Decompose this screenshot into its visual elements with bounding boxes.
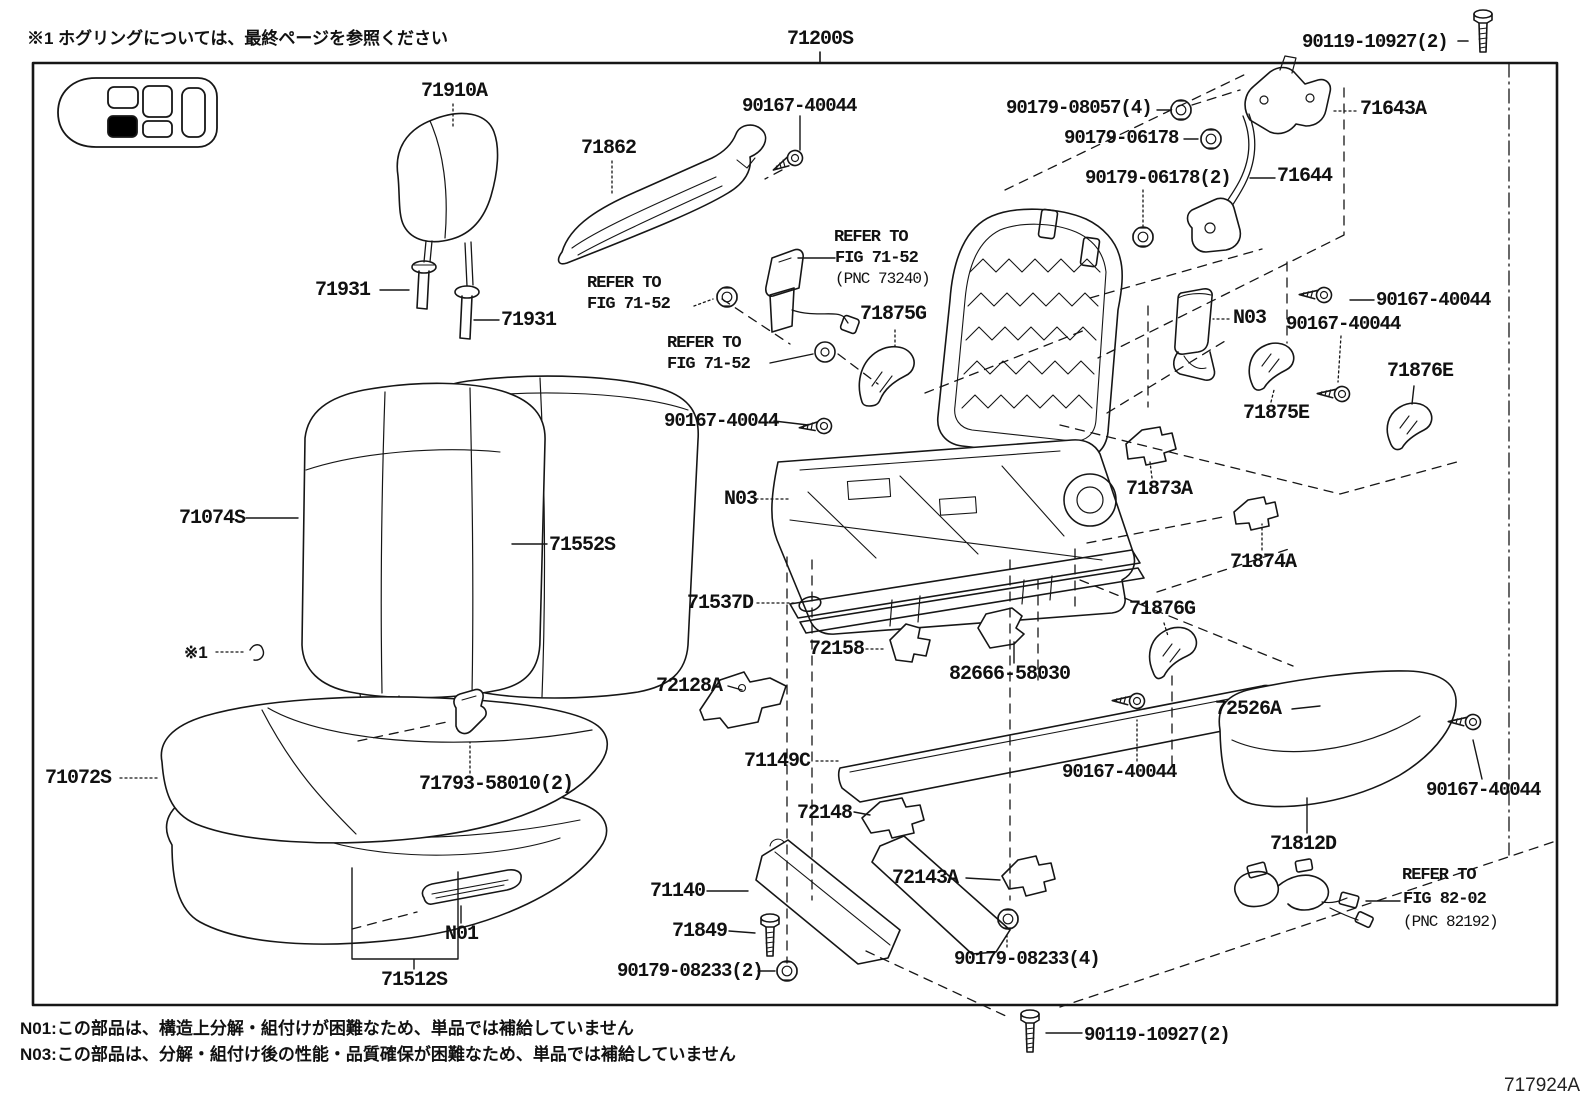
airbag-unit-drawing xyxy=(1172,288,1216,381)
label-90167-br: 90167-40044 xyxy=(1426,779,1541,801)
bracket-drawings xyxy=(699,426,1279,897)
bolt-icon xyxy=(760,913,780,957)
label-90167-r2: 90167-40044 xyxy=(1286,313,1401,335)
label-71200s: 71200S xyxy=(787,28,854,51)
hinge-cap-drawings xyxy=(858,342,1433,680)
label-90167-r1: 90167-40044 xyxy=(1376,289,1491,311)
note-n03: N03:この部品は、分解・組付け後の性能・品質確保が困難なため、単品では補給して… xyxy=(20,1045,736,1064)
label-71862: 71862 xyxy=(581,137,637,160)
headrest-support-drawing xyxy=(411,260,480,340)
label-n03-right: N03 xyxy=(1233,307,1267,330)
refer-c-line2: FIG 71-52 xyxy=(667,355,751,374)
note-n01: N01:この部品は、構造上分解・組付けが困難なため、単品では補給していません xyxy=(20,1019,634,1038)
label-90167-top: 90167-40044 xyxy=(742,95,857,117)
label-71875g: 71875G xyxy=(860,303,927,326)
crossmember-drawings xyxy=(755,835,1011,965)
refer-a-line2: FIG 71-52 xyxy=(587,295,671,314)
hogring-ref-mark: ※1 xyxy=(184,643,208,662)
recliner-shield-drawing xyxy=(557,124,767,265)
refer-b-line1: REFER TO xyxy=(834,228,909,247)
side-shield-drawing xyxy=(1218,670,1457,808)
dashed-construction-lines xyxy=(351,71,1554,1018)
highlighted-seat xyxy=(107,115,138,138)
car-seatmap-icon xyxy=(57,77,218,148)
screw-icon xyxy=(1111,686,1147,711)
label-71849: 71849 xyxy=(672,920,728,943)
label-82666-58030: 82666-58030 xyxy=(949,663,1071,686)
nut-icon xyxy=(716,286,738,308)
label-71537d: 71537D xyxy=(687,592,754,615)
grommet-icon xyxy=(814,341,836,363)
label-71552s: 71552S xyxy=(549,534,616,557)
clip-71793-drawing xyxy=(453,688,487,735)
nut-icon xyxy=(997,908,1019,930)
label-90179-06178-2: 90179-06178(2) xyxy=(1085,167,1232,189)
figure-code: 717924A xyxy=(1504,1075,1581,1096)
label-71931-a: 71931 xyxy=(315,279,371,302)
label-90167-bl: 90167-40044 xyxy=(1062,761,1177,783)
wiring-harness-drawing xyxy=(1234,858,1374,929)
rail-71149c-drawing xyxy=(837,684,1281,803)
belt-latch-drawing xyxy=(1186,55,1332,253)
label-71876e: 71876E xyxy=(1387,360,1454,383)
refer-d-line3: (PNC 82192) xyxy=(1403,913,1499,931)
label-72526a: 72526A xyxy=(1215,698,1282,721)
label-72158: 72158 xyxy=(809,638,865,661)
nut-icon xyxy=(1200,128,1222,150)
label-71931-b: 71931 xyxy=(501,309,557,332)
label-71874a: 71874A xyxy=(1230,551,1297,574)
label-90119-bottom: 90119-10927(2) xyxy=(1084,1024,1231,1046)
refer-b-line3: (PNC 73240) xyxy=(835,270,931,288)
refer-d-line2: FIG 82-02 xyxy=(1403,890,1487,909)
leader-lines xyxy=(245,109,1483,1034)
label-90179-08233-4: 90179-08233(4) xyxy=(954,948,1101,970)
buckle-drawing xyxy=(765,248,860,335)
label-90179-06178: 90179-06178 xyxy=(1064,127,1179,149)
slide-strip-drawing xyxy=(421,869,522,905)
hogring-mark-drawing xyxy=(249,644,265,661)
label-71512s: 71512S xyxy=(381,969,448,992)
label-90167-center: 90167-40044 xyxy=(664,410,779,432)
top-note: ※1 ホグリングについては、最終ページを参照ください xyxy=(27,29,448,48)
label-71812d: 71812D xyxy=(1270,833,1337,856)
label-n03-center: N03 xyxy=(724,488,758,511)
label-71876g: 71876G xyxy=(1129,598,1196,621)
bolt-icon xyxy=(1020,1009,1040,1053)
label-n01: N01 xyxy=(445,923,479,946)
nut-icon xyxy=(1132,226,1154,248)
refer-d-line1: REFER TO xyxy=(1402,866,1477,885)
screw-icon xyxy=(1298,280,1334,305)
label-71149c: 71149C xyxy=(744,750,811,773)
refer-a-line1: REFER TO xyxy=(587,274,662,293)
cushion-cover-drawing xyxy=(160,696,609,844)
label-71644: 71644 xyxy=(1277,165,1333,188)
nut-icon xyxy=(1170,99,1192,121)
label-90179-08057: 90179-08057(4) xyxy=(1006,97,1153,119)
refer-c-line1: REFER TO xyxy=(667,334,742,353)
label-71873a: 71873A xyxy=(1126,478,1193,501)
label-71793-58010: 71793-58010(2) xyxy=(419,773,574,796)
headrest-drawing xyxy=(396,112,499,287)
seatback-cover-drawing xyxy=(301,382,546,722)
label-71643a: 71643A xyxy=(1360,98,1427,121)
label-72148: 72148 xyxy=(797,802,853,825)
label-90179-08233-2: 90179-08233(2) xyxy=(617,960,764,982)
label-71140: 71140 xyxy=(650,880,706,903)
screw-icon xyxy=(1316,379,1352,404)
refer-b-line2: FIG 71-52 xyxy=(835,249,919,268)
seat-frame-drawing xyxy=(771,208,1145,635)
label-72128a: 72128A xyxy=(656,675,723,698)
label-90119-top: 90119-10927(2) xyxy=(1302,31,1449,53)
diagram-border xyxy=(31,61,1559,1007)
screw-icon xyxy=(769,148,805,173)
label-71072s: 71072S xyxy=(45,767,112,790)
label-71910a: 71910A xyxy=(421,80,488,103)
label-71875e: 71875E xyxy=(1243,402,1310,425)
label-72143a: 72143A xyxy=(892,867,959,890)
dotted-leaders xyxy=(119,103,1358,948)
label-71074s: 71074S xyxy=(179,507,246,530)
bolt-icon xyxy=(1473,9,1493,53)
nut-icon xyxy=(776,960,798,982)
